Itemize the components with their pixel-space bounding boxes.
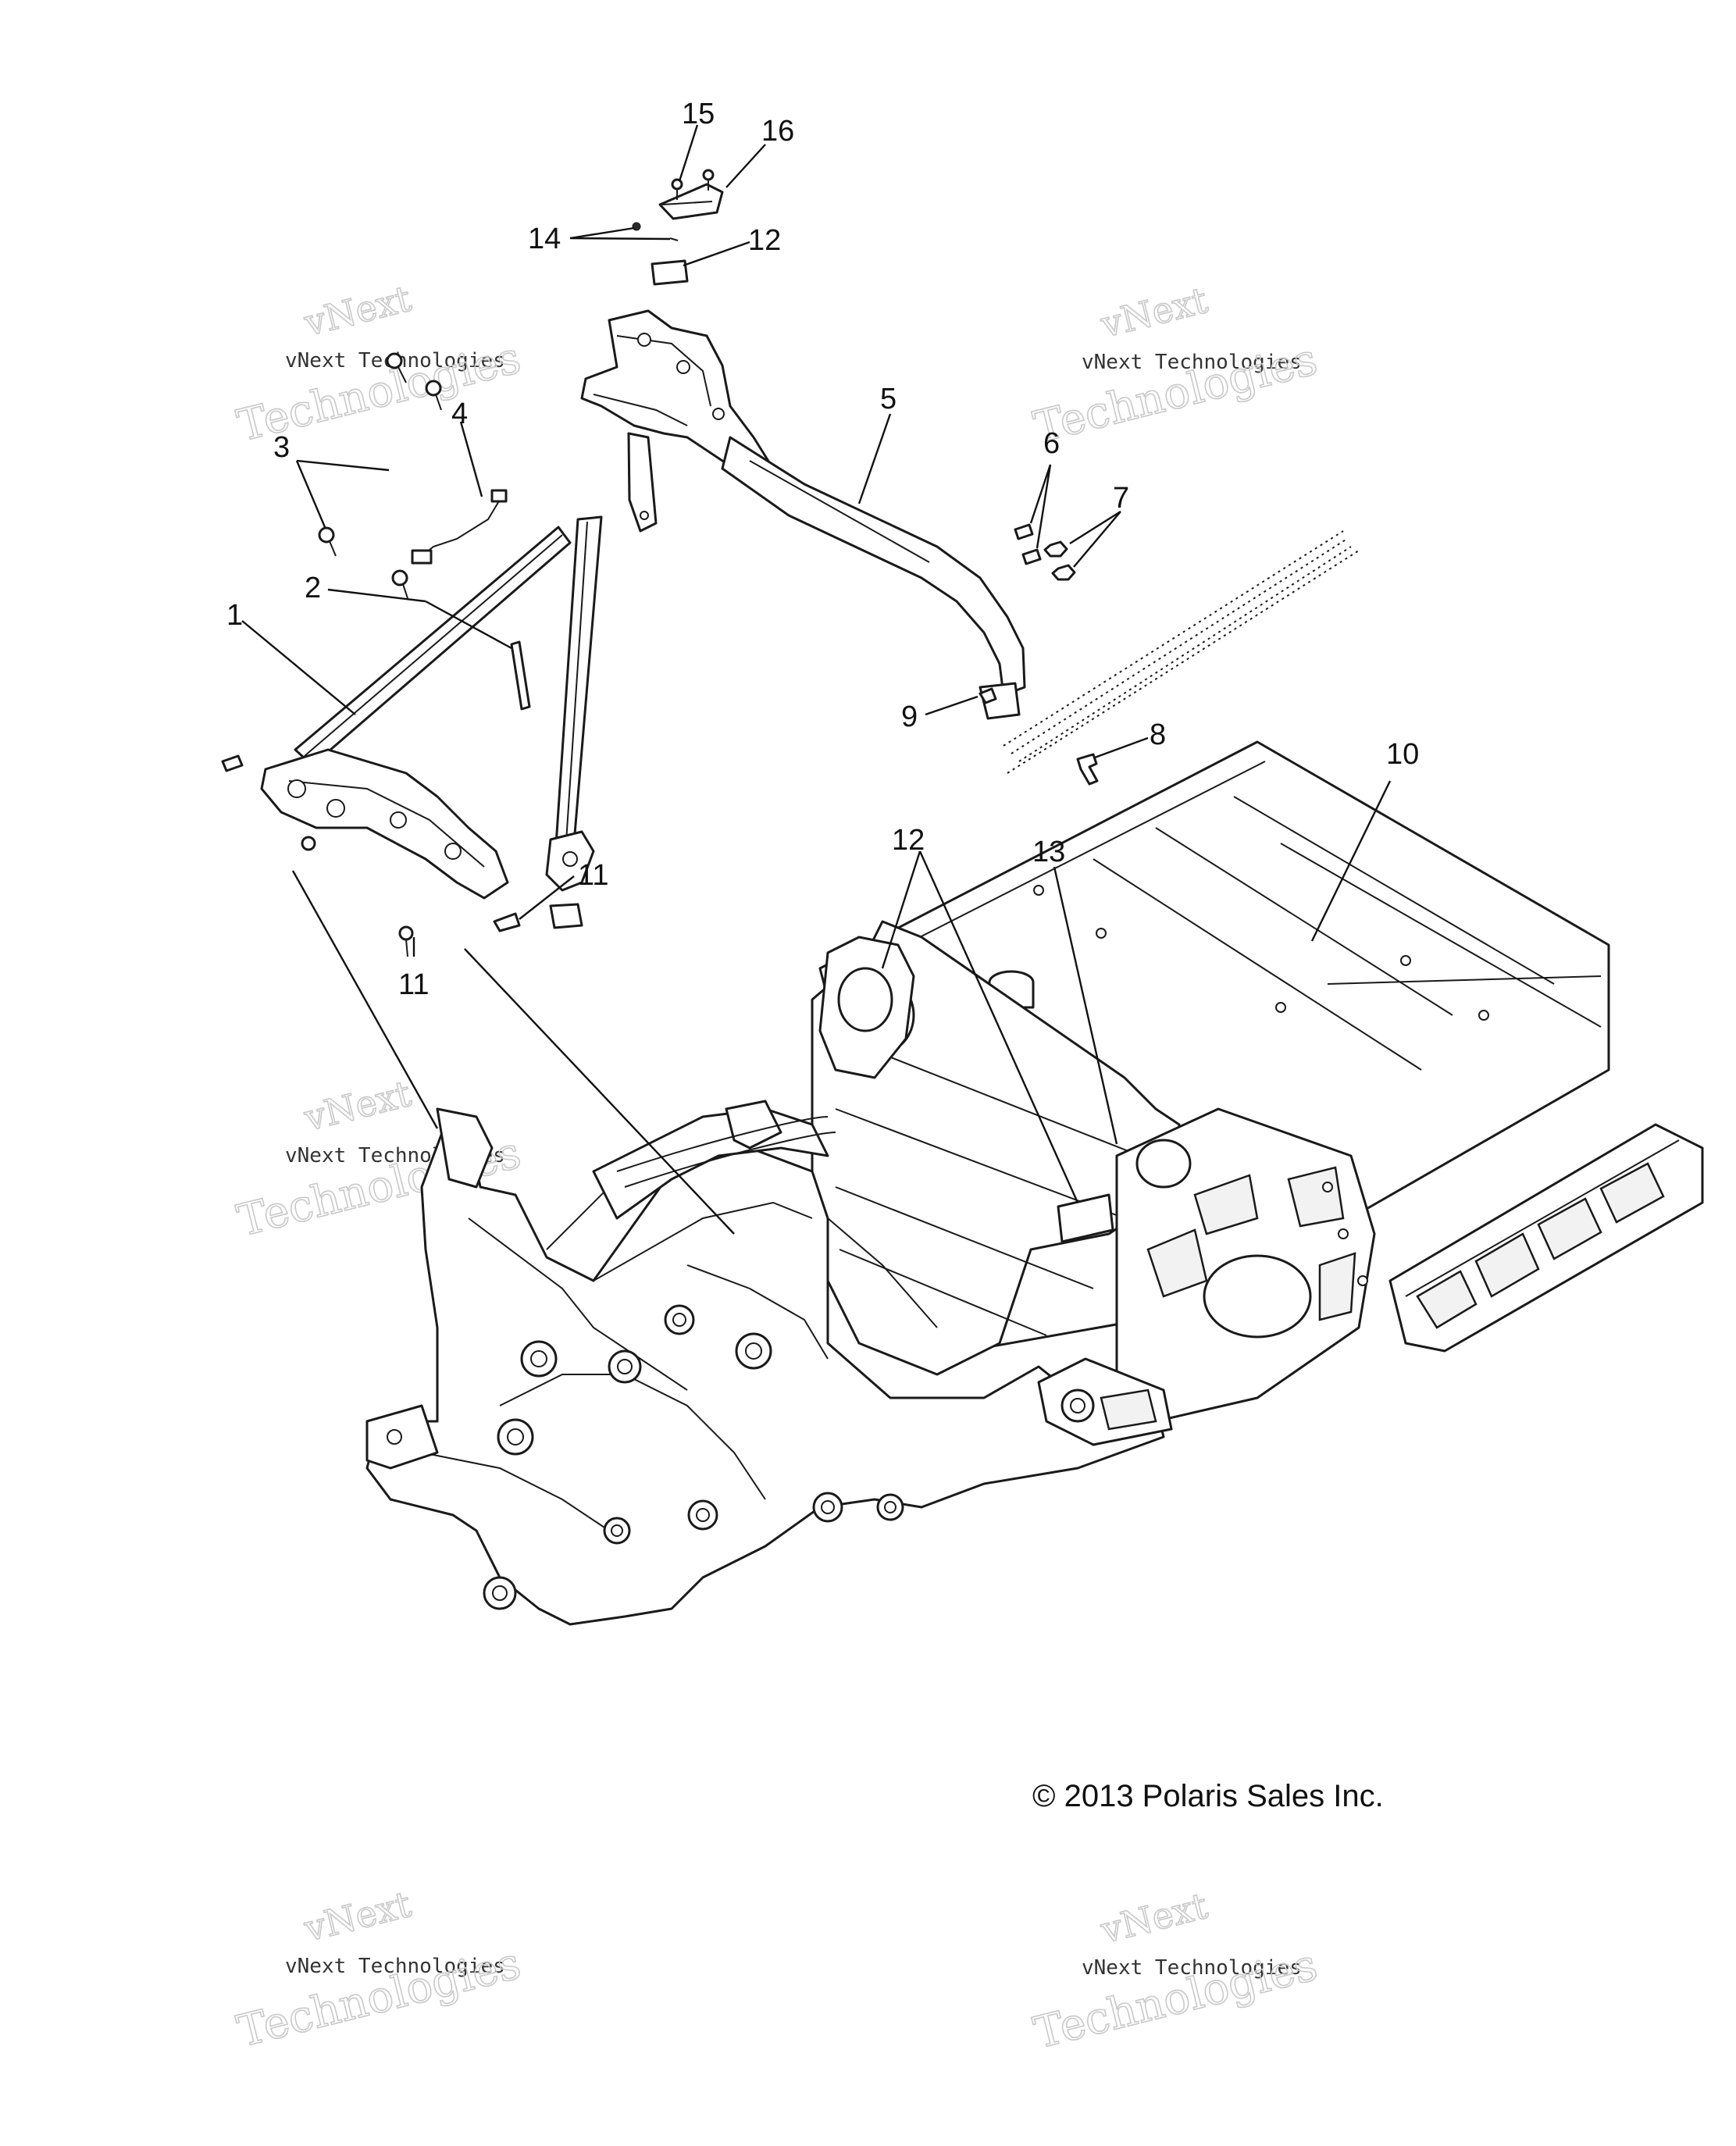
rivet-strip (1003, 530, 1360, 774)
callout-14: 14 (528, 223, 561, 255)
callout-12-top: 12 (748, 224, 781, 257)
callout-11-right: 11 (578, 859, 608, 892)
callout-5: 5 (880, 383, 897, 415)
watermark-line2: vNext Technologies (1082, 1956, 1302, 1980)
part-3-bolts (318, 352, 442, 599)
main-chassis (365, 740, 1704, 1626)
watermark-bottom-right: vNext vNext Technologies Technologies (1028, 1884, 1323, 2059)
callout-3: 3 (273, 431, 290, 464)
copyright-notice: © 2013 Polaris Sales Inc. (1032, 1779, 1384, 1813)
watermark-line1: vNext (300, 277, 415, 344)
callout-labels: 15 16 14 12 5 6 7 4 3 2 1 9 8 10 12 13 1… (226, 98, 1419, 1001)
part-16-cover-plate (658, 183, 724, 220)
callout-13: 13 (1032, 836, 1065, 868)
part-7-nuts (1043, 540, 1076, 581)
watermark-line1: vNext (300, 1072, 415, 1139)
callout-7: 7 (1113, 482, 1129, 515)
part-5-steering-support (580, 309, 1026, 720)
part-8-fastener (1076, 753, 1099, 786)
part-15-screws (671, 169, 715, 200)
callout-11-lower: 11 (398, 968, 429, 1001)
watermark-line2: vNext Technologies (285, 1955, 505, 1978)
part-6-bolts (1014, 523, 1042, 565)
callout-9: 9 (901, 700, 918, 733)
part-12-decal-top (651, 259, 689, 286)
callout-6: 6 (1043, 427, 1060, 460)
callout-8: 8 (1150, 718, 1166, 751)
watermark-line1: vNext (300, 1883, 415, 1950)
callout-1: 1 (226, 599, 243, 632)
leader-lines (241, 124, 1392, 1235)
part-2-rod (510, 640, 531, 711)
callout-12-middle: 12 (892, 824, 925, 857)
watermark-line1: vNext (1096, 1884, 1212, 1952)
callout-15: 15 (682, 98, 715, 130)
part-4-sensor-harness (411, 489, 508, 565)
part-14-fasteners (632, 222, 679, 241)
callout-2: 2 (305, 572, 321, 604)
part-9-clip (979, 687, 997, 704)
watermark-line1: vNext (1096, 279, 1212, 346)
part-1-steering-post (221, 515, 603, 957)
watermark-top-right: vNext vNext Technologies Technologies (1028, 278, 1323, 454)
watermark-top-left: vNext vNext Technologies Technologies (232, 276, 526, 452)
callout-16: 16 (761, 115, 794, 148)
watermark-bottom-left: vNext vNext Technologies Technologies (232, 1882, 526, 2058)
watermark-line2: vNext Technologies (1082, 351, 1302, 374)
callout-4: 4 (451, 397, 468, 430)
callout-10: 10 (1386, 738, 1419, 771)
